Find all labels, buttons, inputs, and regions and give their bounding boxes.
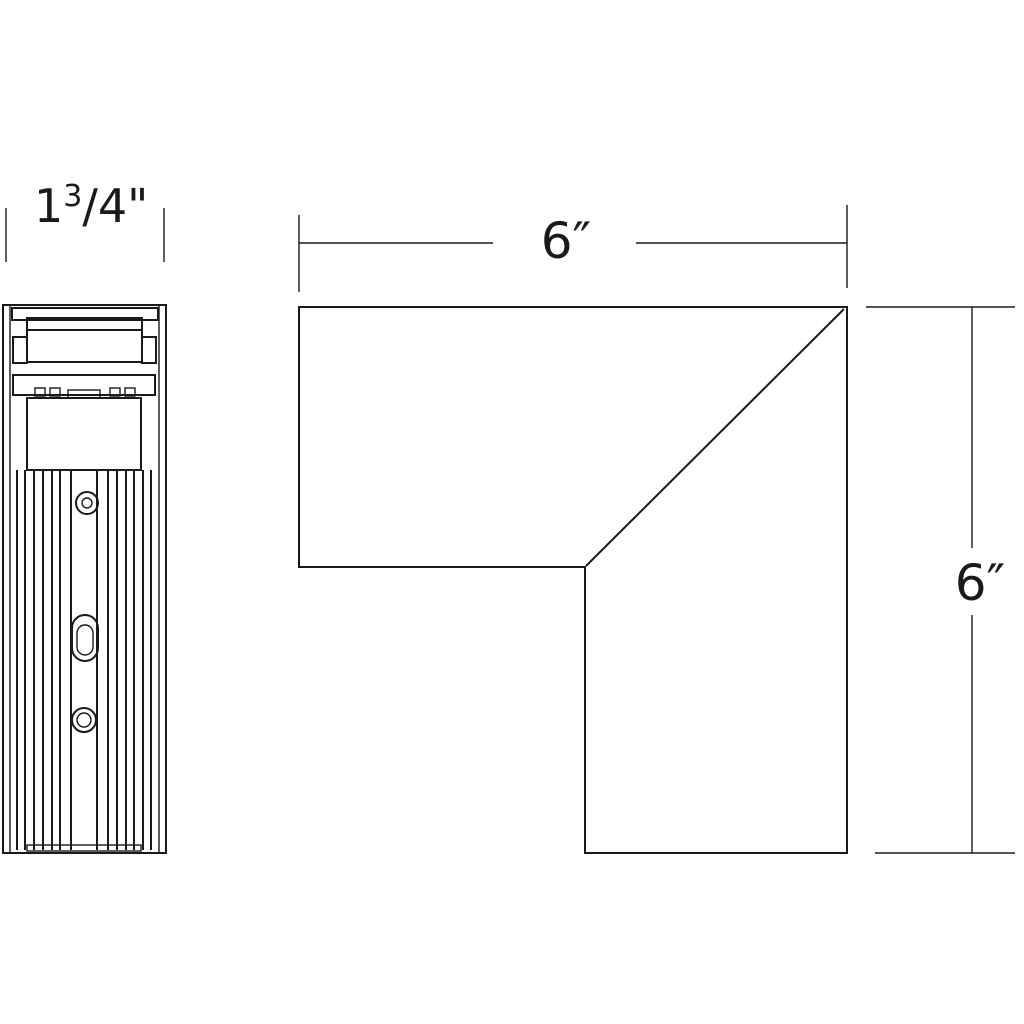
mounting-hole-icon bbox=[71, 707, 97, 733]
front-height-label: 6″ bbox=[955, 554, 1006, 612]
front-view-elbow bbox=[298, 306, 848, 854]
heatsink-fins bbox=[16, 470, 152, 850]
profile-width-label: 13/4" bbox=[34, 179, 148, 233]
profile-view-extrusion bbox=[2, 304, 167, 854]
mounting-slot-icon bbox=[71, 614, 99, 662]
front-width-label: 6″ bbox=[541, 212, 592, 270]
front-height-dimension: 6″ bbox=[866, 306, 1015, 854]
front-width-dimension: 6″ bbox=[298, 205, 848, 292]
mounting-hole-icon bbox=[75, 491, 99, 515]
profile-width-dimension: 13/4" bbox=[5, 179, 165, 262]
